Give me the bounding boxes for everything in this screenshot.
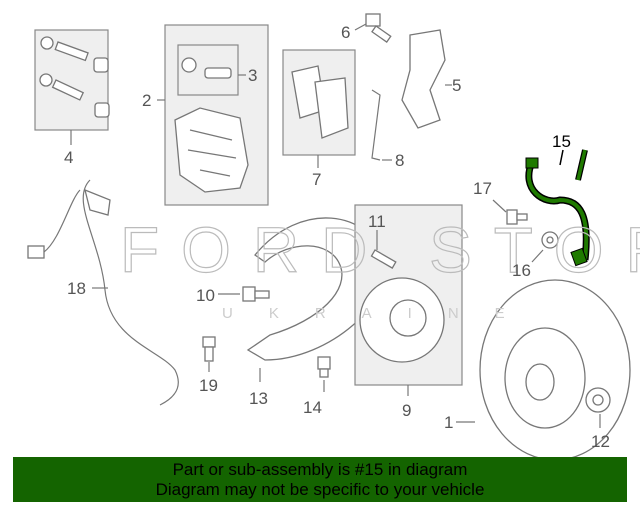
info-banner: Part or sub-assembly is #15 in diagram D… xyxy=(13,457,627,502)
part-14-bolt[interactable] xyxy=(317,356,331,392)
part-16-washer[interactable] xyxy=(531,231,559,263)
part-18-abs-sensor[interactable] xyxy=(27,179,179,406)
callout-17[interactable]: 17 xyxy=(473,179,492,198)
callout-11[interactable]: 11 xyxy=(368,212,386,231)
part-17-banjo-bolt[interactable] xyxy=(492,199,528,225)
part-1-brake-rotor[interactable] xyxy=(456,279,631,461)
banner-line-2: Diagram may not be specific to your vehi… xyxy=(155,480,485,499)
callout-4[interactable]: 4 xyxy=(64,148,73,167)
callout-15[interactable]: 15 xyxy=(552,132,571,151)
part-5-caliper-bracket[interactable] xyxy=(401,29,452,129)
part-8-spring-clip[interactable] xyxy=(371,89,392,161)
watermark-text: FORD STORE xyxy=(120,214,640,286)
callout-1[interactable]: 1 xyxy=(444,413,453,432)
callout-6[interactable]: 6 xyxy=(341,23,350,42)
part-2-caliper[interactable] xyxy=(157,24,269,206)
callout-10[interactable]: 10 xyxy=(196,286,215,305)
watermark-subtext: UKRAINE xyxy=(222,305,541,322)
callout-19[interactable]: 19 xyxy=(199,376,218,395)
callout-14[interactable]: 14 xyxy=(303,398,322,417)
callout-3[interactable]: 3 xyxy=(248,66,257,85)
part-9-hub-bearing[interactable] xyxy=(354,204,463,396)
callout-8[interactable]: 8 xyxy=(395,151,404,170)
banner-line-1: Part or sub-assembly is #15 in diagram xyxy=(172,460,468,479)
part-15-brake-hose[interactable] xyxy=(525,149,590,267)
part-7-brake-pads[interactable] xyxy=(282,49,356,168)
callout-9[interactable]: 9 xyxy=(402,401,411,420)
callout-12[interactable]: 12 xyxy=(591,432,610,451)
callout-5[interactable]: 5 xyxy=(452,76,461,95)
part-12-hub-nut[interactable] xyxy=(585,387,611,428)
callout-7[interactable]: 7 xyxy=(312,170,321,189)
part-6-bolt[interactable] xyxy=(354,13,392,43)
callout-16[interactable]: 16 xyxy=(512,261,531,280)
callout-2[interactable]: 2 xyxy=(142,91,151,110)
callout-18[interactable]: 18 xyxy=(67,279,86,298)
part-4-pin-kit[interactable] xyxy=(34,29,110,145)
part-19-bolt[interactable] xyxy=(202,336,216,372)
part-10-bolt[interactable] xyxy=(218,286,270,302)
callout-13[interactable]: 13 xyxy=(249,389,268,408)
